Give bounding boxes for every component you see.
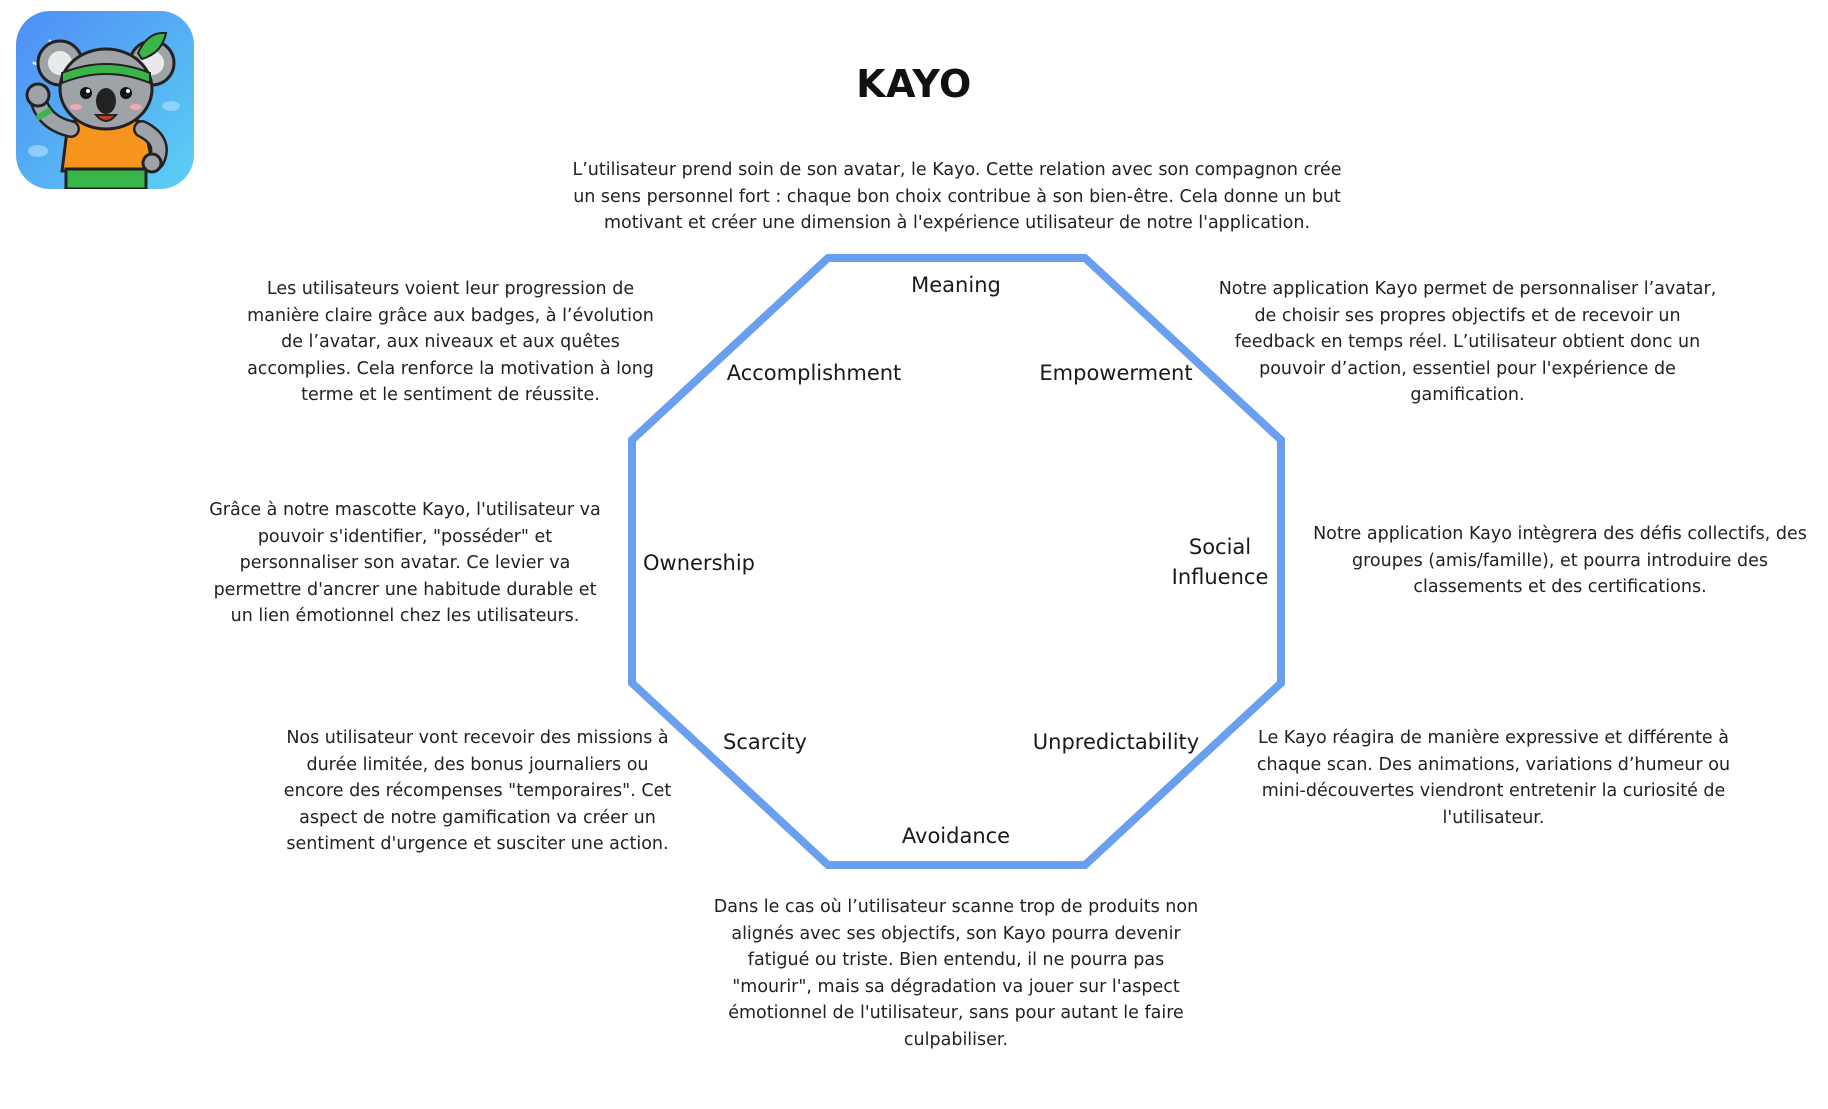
drive-unpredictability: Unpredictability <box>1032 730 1200 754</box>
description-unpredictability: Le Kayo réagira de manière expressive et… <box>1256 728 1731 828</box>
drive-ownership: Ownership <box>643 551 755 575</box>
description-avoidance: Dans le cas où l’utilisateur scanne trop… <box>713 897 1199 1050</box>
drive-social-line1: Social <box>1188 535 1252 559</box>
koala-mascot-icon <box>16 11 194 189</box>
octagon-outline <box>628 254 1285 869</box>
drive-accomplishment: Accomplishment <box>726 361 902 385</box>
description-ownership: Grâce à notre mascotte Kayo, l'utilisate… <box>209 500 601 626</box>
drive-scarcity: Scarcity <box>723 730 807 754</box>
description-social-influence: Notre application Kayo intègrera des déf… <box>1313 524 1807 597</box>
page-title: KAYO <box>856 62 972 106</box>
description-empowerment: Notre application Kayo permet de personn… <box>1218 279 1717 405</box>
description-accomplishment: Les utilisateurs voient leur progression… <box>247 279 654 405</box>
description-scarcity: Nos utilisateur vont recevoir des missio… <box>283 728 672 854</box>
drive-empowerment: Empowerment <box>1039 361 1193 385</box>
drive-meaning: Meaning <box>911 273 1001 297</box>
description-meaning: L’utilisateur prend soin de son avatar, … <box>572 160 1342 233</box>
drive-avoidance: Avoidance <box>901 824 1011 848</box>
drive-social-line2: Influence <box>1171 565 1269 589</box>
